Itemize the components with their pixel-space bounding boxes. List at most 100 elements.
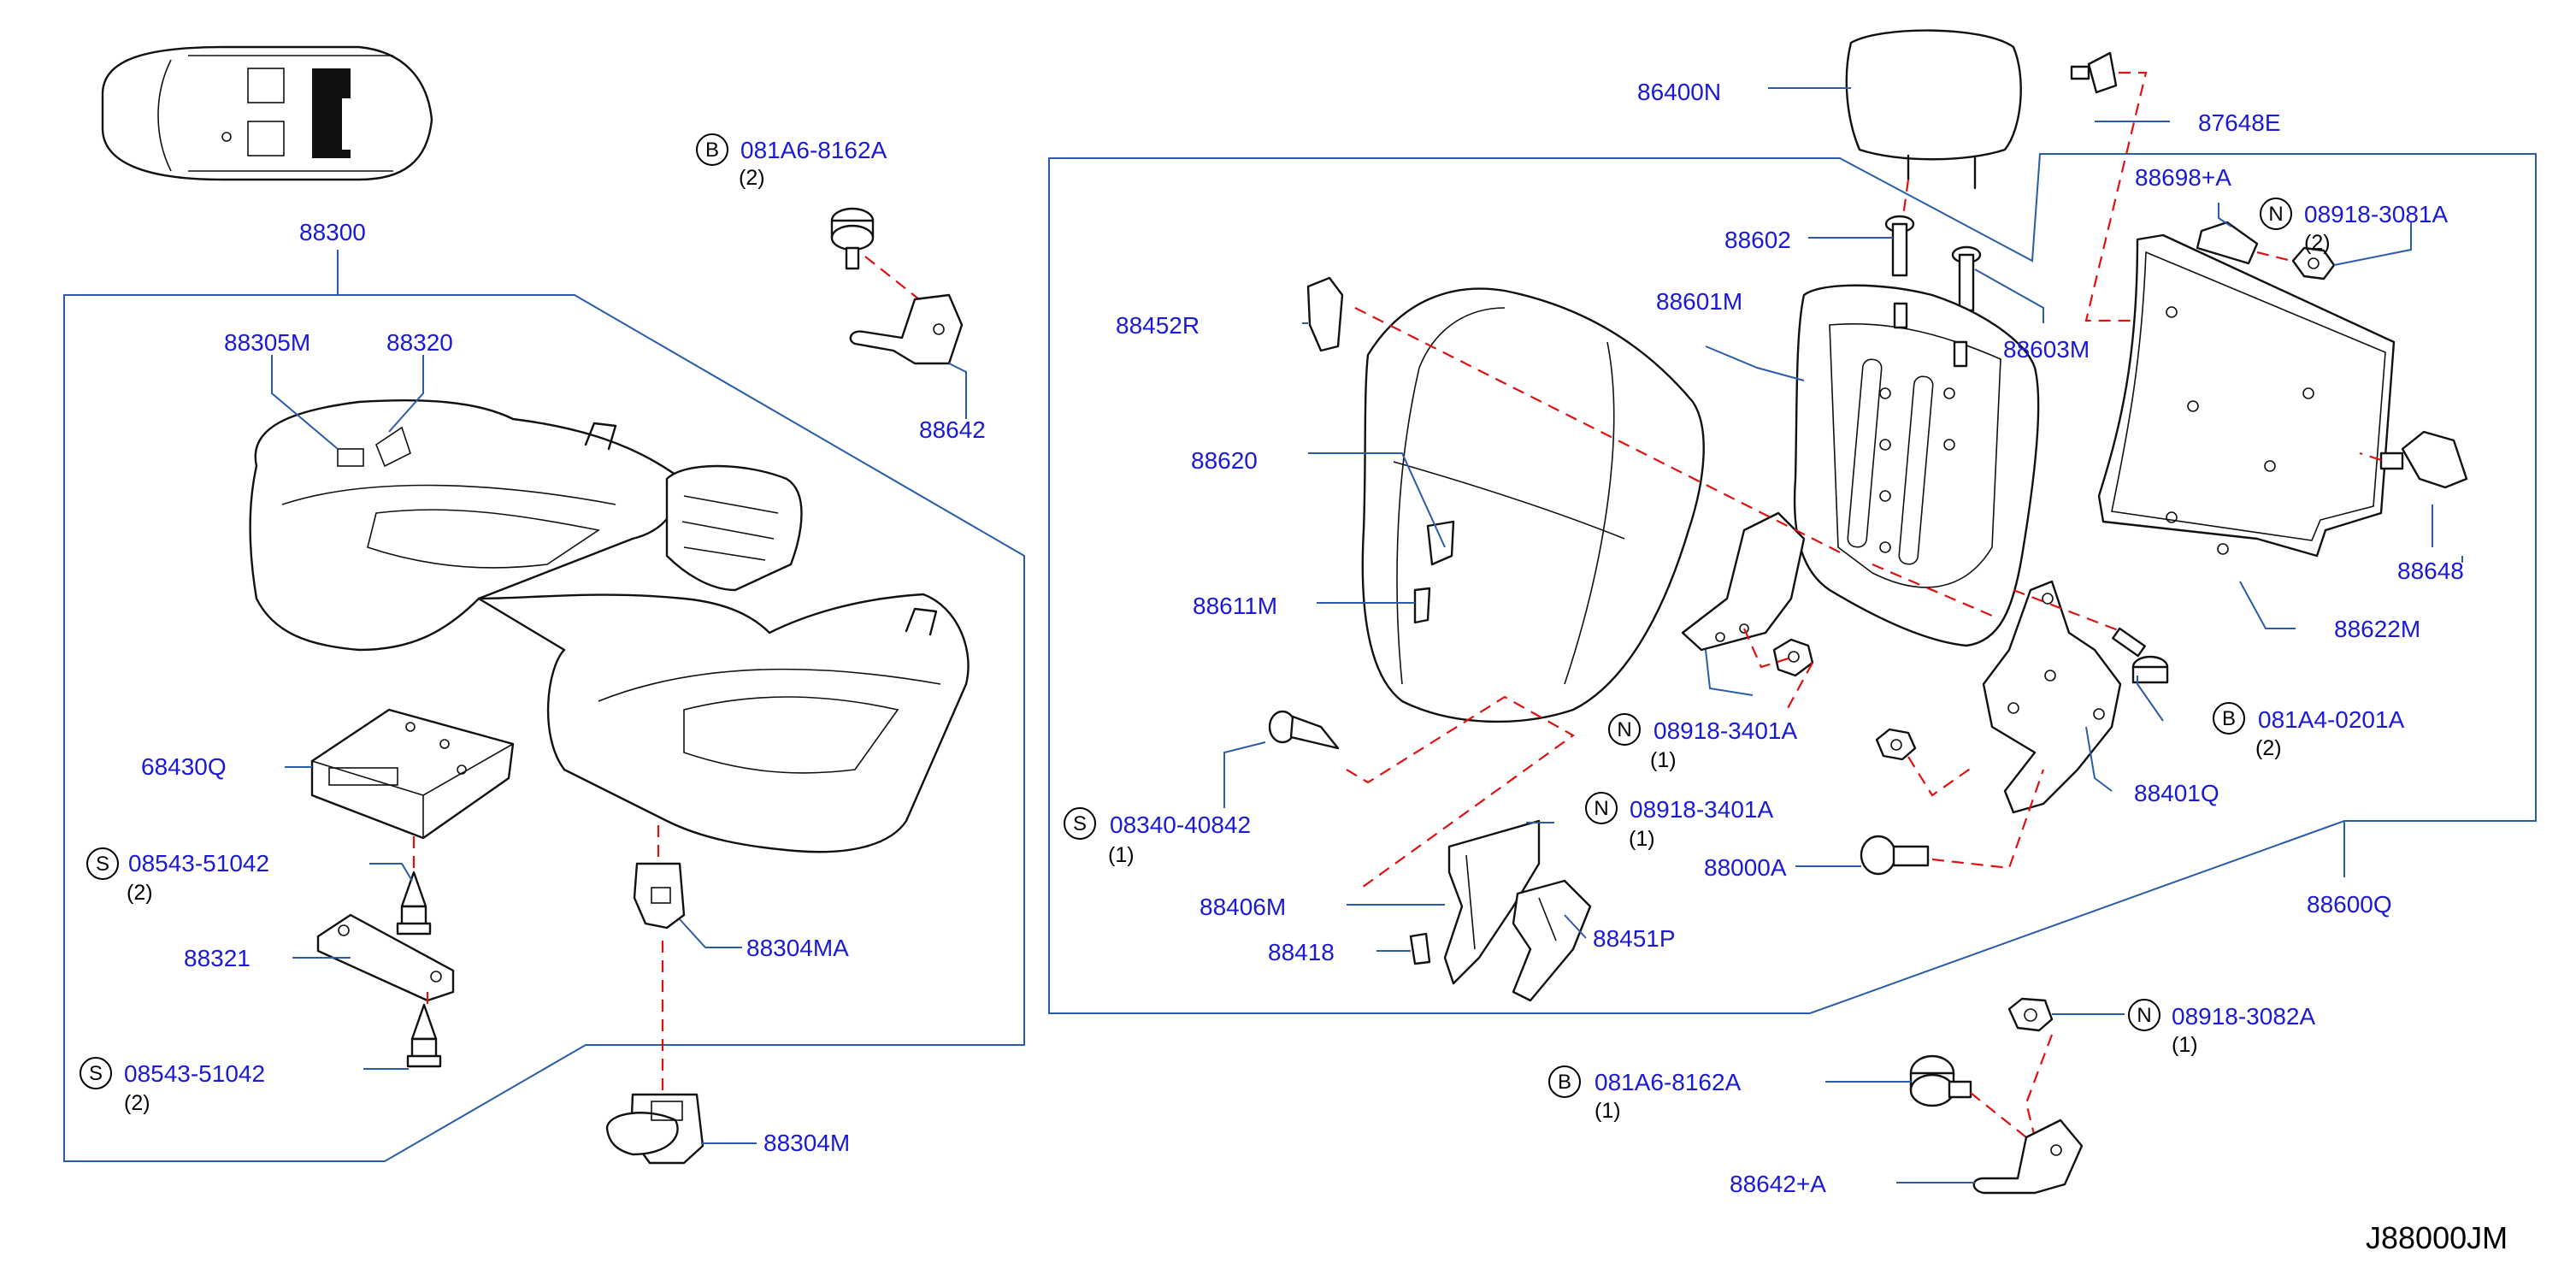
label-88000A: 88000A	[1704, 854, 1787, 881]
callout-s-08543-51042-upper: S 08543-51042 (2)	[86, 847, 269, 905]
label-88452R: 88452R	[1116, 312, 1200, 339]
seatback-hinge-part	[1982, 580, 2122, 814]
svg-text:08918-3082A: 08918-3082A	[2172, 1003, 2315, 1030]
callout-b-081A4-0201A: B 081A4-0201A (2)	[2213, 702, 2405, 760]
label-88603M: 88603M	[2003, 336, 2090, 363]
label-88602: 88602	[1724, 227, 1791, 253]
callout-n-08918-3082A: N 08918-3082A (1)	[2128, 999, 2315, 1057]
callout-s-08543-51042-lower: S 08543-51042 (2)	[80, 1057, 265, 1115]
cup-holder-part	[310, 708, 515, 840]
label-88401Q: 88401Q	[2134, 780, 2219, 806]
screw-part-lower	[406, 1003, 442, 1068]
svg-text:(2): (2)	[2255, 736, 2282, 760]
callout-b-081A6-8162A-bottom: B 081A6-8162A (1)	[1548, 1065, 1742, 1123]
headrest-part	[1845, 29, 2022, 190]
label-88698A: 88698+A	[2135, 164, 2231, 191]
vehicle-locator-icon	[101, 45, 433, 181]
svg-text:B: B	[1558, 1071, 1571, 1094]
hook-bracket-part-bottom	[1972, 1118, 2084, 1195]
seat-cushion-assembly	[249, 399, 970, 853]
svg-text:08918-3401A: 08918-3401A	[1653, 717, 1797, 744]
svg-text:(1): (1)	[1629, 827, 1655, 851]
hinge-cover-outer-part	[1512, 879, 1592, 1002]
seatback-pad-part	[1361, 287, 1705, 723]
svg-text:S: S	[96, 853, 109, 876]
seatback-frame-part	[1681, 284, 2040, 652]
label-88601M: 88601M	[1656, 288, 1742, 315]
bolt-part-bottom	[1909, 1054, 1972, 1107]
label-88300: 88300	[299, 219, 366, 245]
cover-clip-part	[1409, 932, 1431, 965]
callout-n-08918-3401A-lower: N 08918-3401A (1)	[1585, 792, 1773, 851]
svg-text:S: S	[89, 1062, 103, 1085]
svg-text:(2): (2)	[124, 1091, 150, 1115]
board-clip-part-top	[2070, 51, 2118, 94]
label-88622M: 88622M	[2334, 616, 2420, 642]
svg-text:(2): (2)	[127, 881, 153, 905]
label-88648: 88648	[2397, 558, 2464, 584]
label-88620: 88620	[1191, 447, 1258, 474]
screw-part-left	[1268, 710, 1340, 750]
board-clip-part-right	[2379, 430, 2468, 489]
seatbelt-buckle-part	[605, 1093, 704, 1165]
svg-text:S: S	[1073, 812, 1087, 835]
label-88406M: 88406M	[1200, 894, 1286, 920]
callout-n-08918-3401A-upper: N 08918-3401A (1)	[1608, 713, 1797, 772]
screw-part-upper	[396, 871, 432, 936]
hook-bracket-part	[849, 293, 964, 365]
svg-text:08918-3081A: 08918-3081A	[2304, 201, 2448, 227]
svg-text:081A6-8162A: 081A6-8162A	[1595, 1069, 1742, 1095]
svg-text:(1): (1)	[1595, 1099, 1621, 1123]
label-88305M: 88305M	[224, 329, 310, 356]
label-88642: 88642	[919, 416, 986, 443]
svg-text:(1): (1)	[1650, 748, 1677, 772]
label-88600Q: 88600Q	[2307, 891, 2392, 918]
label-88321: 88321	[184, 945, 251, 971]
label-68430Q: 68430Q	[141, 753, 227, 780]
svg-text:B: B	[2222, 707, 2236, 730]
buckle-cover-part	[633, 862, 686, 930]
svg-text:08918-3401A: 08918-3401A	[1630, 796, 1773, 823]
nut-part-middle-left	[1772, 638, 1814, 677]
label-88418: 88418	[1268, 939, 1335, 965]
cushion-group-boundary	[63, 294, 1025, 1162]
nut-part-bottom	[2007, 997, 2054, 1032]
callout-n-08918-3081A: N 08918-3081A (2)	[2260, 198, 2448, 255]
svg-text:(1): (1)	[2172, 1033, 2198, 1057]
svg-text:N: N	[2268, 203, 2283, 226]
svg-text:N: N	[1594, 797, 1608, 820]
label-88611M: 88611M	[1193, 593, 1277, 619]
callout-s-08340-40842: S 08340-40842 (1)	[1064, 807, 1251, 867]
bolt-part-right	[2112, 627, 2169, 684]
bolt-part-top	[830, 207, 875, 270]
label-88304M: 88304M	[763, 1130, 850, 1156]
label-88320: 88320	[386, 329, 453, 356]
seatback-board-part	[2097, 233, 2396, 558]
svg-text:081A4-0201A: 081A4-0201A	[2258, 706, 2405, 733]
svg-text:08543-51042: 08543-51042	[128, 850, 269, 876]
svg-text:(1): (1)	[1108, 843, 1135, 867]
svg-text:(2): (2)	[739, 166, 765, 190]
svg-text:B: B	[705, 139, 719, 162]
anchor-bolt-part	[1860, 835, 1930, 876]
board-retainer-part	[2196, 221, 2259, 265]
svg-text:N: N	[1617, 718, 1631, 741]
svg-text:081A6-8162A: 081A6-8162A	[740, 137, 887, 163]
seatback-group-boundary	[1048, 153, 2537, 1014]
svg-text:08543-51042: 08543-51042	[124, 1060, 265, 1087]
seat-bracket-part	[316, 913, 455, 1002]
hinge-cover-inner-part	[1443, 819, 1541, 985]
diagram-code: J88000JM	[2366, 1220, 2508, 1255]
label-88451P: 88451P	[1593, 925, 1676, 952]
label-88642A: 88642+A	[1730, 1171, 1826, 1197]
callout-b-081A6-8162A-top: B 081A6-8162A (2)	[696, 133, 887, 190]
label-86400N: 86400N	[1637, 79, 1721, 105]
svg-text:(2): (2)	[2304, 231, 2331, 255]
label-88304MA: 88304MA	[746, 935, 849, 961]
label-87648E: 87648E	[2198, 109, 2281, 136]
headrest-guide-right	[1951, 245, 1982, 312]
headrest-guide-left	[1884, 215, 1915, 277]
leader-lines	[271, 87, 2463, 1183]
svg-text:08340-40842: 08340-40842	[1110, 812, 1251, 838]
